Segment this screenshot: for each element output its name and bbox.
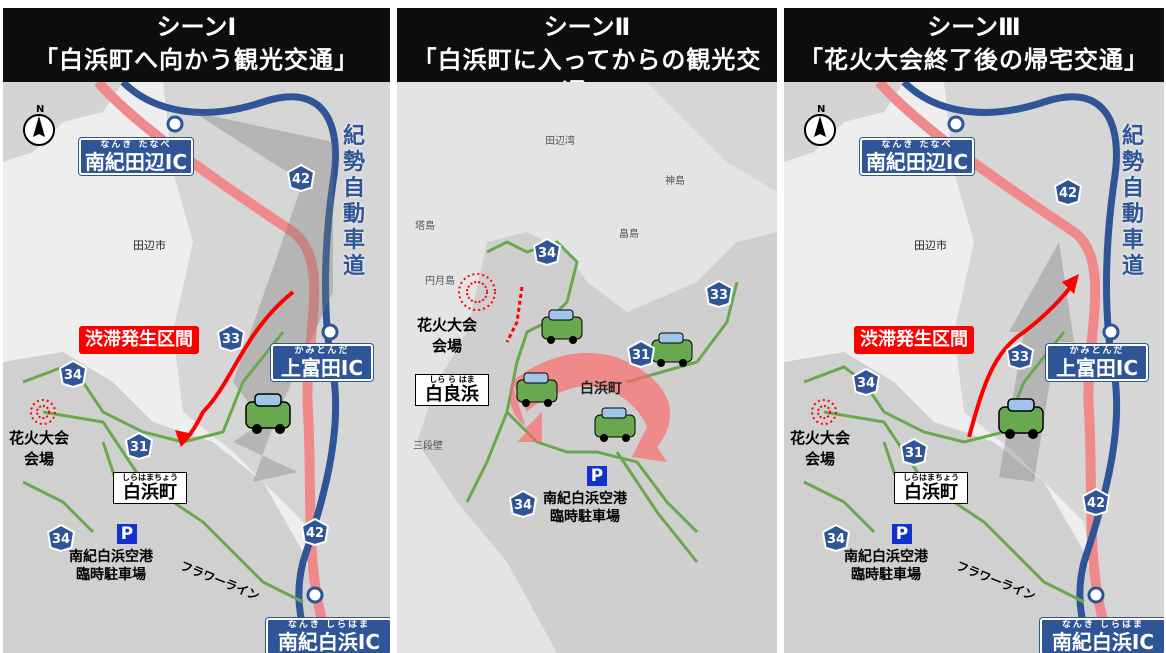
traffic-arrow	[193, 112, 333, 482]
panel-scene-2: シーンⅡ 「白浜町に入ってからの観光交通」	[397, 8, 777, 653]
map-area: 42 33 34 31 34 42 N 田辺市 なんき たなべ 南紀田辺IC かみとんだ 上…	[784, 82, 1164, 653]
route-34-shield-icon: 34	[508, 489, 538, 519]
route-number: 34	[538, 246, 556, 261]
panel-header: シーンⅡ 「白浜町に入ってからの観光交通」	[397, 8, 777, 106]
car-icon	[516, 372, 558, 407]
panel-header: シーンⅠ 「白浜町へ向かう観光交通」	[3, 8, 390, 82]
route-number: 34	[52, 532, 70, 547]
airport-parking-label: 南紀白浜空港 臨時駐車場	[543, 491, 627, 525]
route-number: 34	[64, 368, 82, 383]
route-33-shield-icon: 33	[704, 279, 734, 309]
car-icon	[998, 398, 1044, 439]
nanki-shirahama-ic: なんき しらはま 南紀白浜IC	[1040, 618, 1164, 653]
route-number: 42	[1087, 496, 1105, 511]
shirahama-town-map-label: 白浜町	[580, 381, 622, 397]
scene-subtitle: 「白浜町へ向かう観光交通」	[34, 46, 359, 74]
tokoshima-label: 塔島	[415, 221, 435, 232]
route-number: 33	[710, 288, 728, 303]
route-number: 33	[222, 332, 240, 347]
route-31-shield-icon: 31	[124, 431, 154, 461]
route-34-shield-icon: 34	[821, 523, 851, 553]
jam-section-label: 渋滞発生区間	[79, 326, 199, 354]
route-33-shield-icon: 33	[216, 323, 246, 353]
route-number: 42	[292, 172, 310, 187]
route-number: 34	[827, 532, 845, 547]
parking-icon: P	[587, 466, 607, 486]
jam-route	[967, 280, 1076, 438]
route-number: 42	[1059, 186, 1077, 201]
car-icon	[541, 309, 583, 344]
car-icon	[245, 393, 291, 434]
hatakejima-label: 畠島	[619, 229, 639, 240]
tanabe-city-label: 田辺市	[914, 239, 947, 252]
kisei-expressway-label: 紀勢自動車道	[1122, 124, 1145, 279]
kamitonda-ic: かみとんだ 上富田IC	[1046, 344, 1148, 381]
tanabe-bay-label: 田辺湾	[545, 136, 575, 147]
scene-subtitle: 「花火大会終了後の帰宅交通」	[799, 46, 1149, 74]
kamitonda-ic: かみとんだ 上富田IC	[271, 344, 373, 381]
nanki-tanabe-ic: なんき たなべ 南紀田辺IC	[860, 138, 974, 175]
shirahama-town-label: しらはまちょう 白浜町	[113, 472, 187, 504]
route-number: 34	[857, 376, 875, 391]
north-label: N	[817, 104, 825, 115]
airport-parking-label: 南紀白浜空港 臨時駐車場	[844, 549, 928, 583]
map-area: 42 33 34 31 34 42 N 田辺市 なんき たなべ 南紀田辺IC かみとんだ 上…	[3, 82, 390, 653]
route-34-shield-icon: 34	[851, 367, 881, 397]
route-number: 33	[1011, 350, 1029, 365]
land-north-east	[647, 82, 777, 192]
airport-parking-label: 南紀白浜空港 臨時駐車場	[69, 549, 153, 583]
scene-title: シーンⅠ	[156, 13, 237, 41]
kisei-expressway-line	[901, 82, 1121, 653]
fireworks-icon	[30, 399, 56, 425]
route-number: 31	[632, 348, 650, 363]
route-31-shield-icon: 31	[626, 339, 656, 369]
north-label: N	[36, 104, 44, 115]
sandanbeki-label: 三段壁	[413, 441, 443, 452]
kamishima-label: 神島	[665, 176, 685, 187]
fireworks-venue-label: 花火大会 会場	[790, 429, 851, 468]
nanki-tanabe-ic: なんき たなべ 南紀田辺IC	[79, 138, 193, 175]
route-number: 34	[514, 498, 532, 513]
map-graphics: 34 33 31 34	[397, 82, 777, 653]
route-34-shield-icon: 34	[532, 237, 562, 267]
map-area: 34 33 31 34 田辺湾 神島 塔島 畠島 円月島 三段壁 白浜町 花火大会 会…	[397, 82, 777, 653]
car-icon	[594, 407, 636, 442]
route-number: 31	[905, 446, 923, 461]
route-34-shield-icon: 34	[46, 523, 76, 553]
fireworks-icon	[458, 273, 496, 311]
car-icon	[651, 332, 693, 367]
route-34-shield-icon: 34	[58, 359, 88, 389]
scene-title: シーンⅡ	[543, 13, 631, 41]
route-42-shield-icon: 42	[300, 517, 330, 547]
route-33-shield-icon: 33	[1005, 341, 1035, 371]
jam-route	[505, 286, 524, 343]
jam-section-label: 渋滞発生区間	[854, 326, 974, 354]
fireworks-venue-label: 花火大会 会場	[417, 316, 478, 355]
route-42-shield-icon: 42	[286, 163, 316, 193]
kisei-expressway-line	[120, 82, 340, 653]
tanabe-city-label: 田辺市	[133, 239, 166, 252]
route-31-shield-icon: 31	[899, 437, 929, 467]
fireworks-venue-label: 花火大会 会場	[9, 429, 70, 468]
kisei-expressway-label: 紀勢自動車道	[343, 124, 366, 279]
fireworks-icon	[811, 399, 837, 425]
panel-scene-3: シーンⅢ 「花火大会終了後の帰宅交通」	[784, 8, 1164, 653]
prefectural-roads	[465, 240, 739, 563]
route-number: 42	[306, 526, 324, 541]
route-number: 31	[130, 440, 148, 455]
parking-icon: P	[117, 524, 137, 544]
engetsu-label: 円月島	[425, 276, 455, 287]
route-42-shield-icon: 42	[1081, 487, 1111, 517]
shirarahama-label: しら ら はま 白良浜	[415, 374, 489, 406]
shirahama-town-label: しらはまちょう 白浜町	[894, 472, 968, 504]
route-42-shield-icon: 42	[1053, 177, 1083, 207]
nanki-shirahama-ic: なんき しらはま 南紀白浜IC	[266, 618, 390, 653]
parking-icon: P	[892, 524, 912, 544]
panel-header: シーンⅢ 「花火大会終了後の帰宅交通」	[784, 8, 1164, 82]
panel-scene-1: シーンⅠ 「白浜町へ向かう観光交通」	[3, 8, 390, 653]
scene-title: シーンⅢ	[927, 13, 1021, 41]
